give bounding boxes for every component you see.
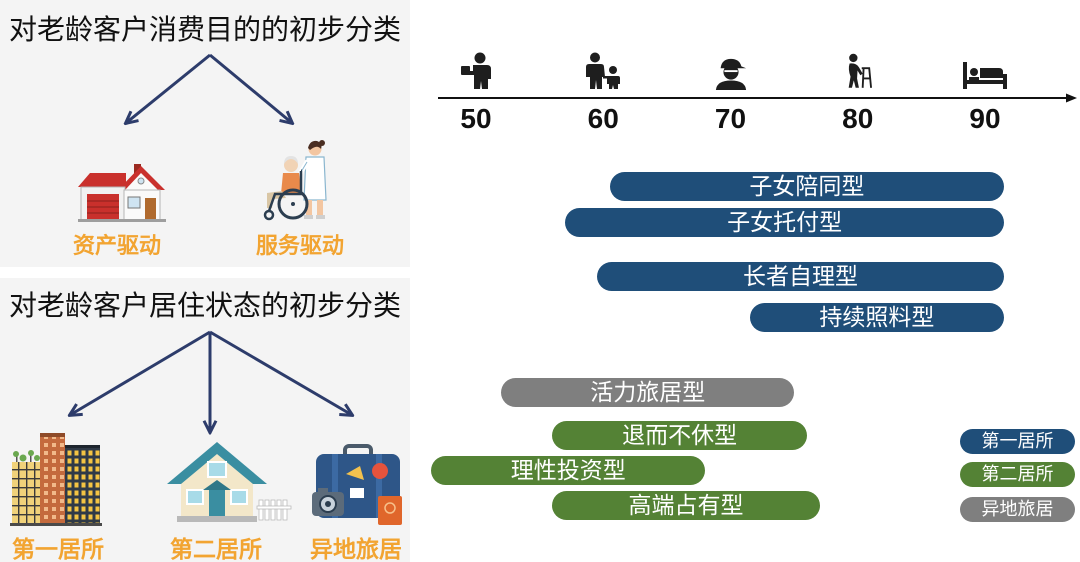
legend-item: 异地旅居 [960,497,1075,522]
age-range-bar: 子女陪同型 [609,172,1005,201]
category-label-remote-sojourn: 异地旅居 [310,536,402,562]
apartment-building-icon [10,433,102,526]
age-range-bar-label: 退而不休型 [622,422,738,448]
travel-suitcase-icon [310,444,405,526]
age-axis [438,93,1077,103]
branch-arrows [0,330,410,562]
cottage-house-icon [165,440,292,522]
age-range-bar-label: 高端占有型 [628,492,744,518]
age-range-bar: 长者自理型 [596,262,1005,291]
age-range-bar: 持续照料型 [749,303,1005,332]
age-range-bar-label: 活力旅居型 [590,379,706,405]
age-tick: 90 [955,50,1015,134]
legend-item-label: 第一居所 [981,431,1054,451]
purpose-panel: 对老龄客户消费目的的初步分类 [0,0,410,267]
category-label-primary-residence: 第一居所 [12,536,104,562]
branch-arrow [209,53,292,123]
elderly-with-cap-icon [701,50,761,90]
age-tick: 80 [828,50,888,134]
age-tick-label: 50 [460,103,492,134]
branch-arrow [209,330,352,415]
category-label-asset-driven: 资产驱动 [72,233,161,258]
age-tick: 70 [701,50,761,134]
branch-arrows [0,53,410,267]
age-range-bar: 活力旅居型 [501,378,795,407]
age-range-bar-label: 持续照料型 [819,304,935,330]
adult-person-icon [446,50,506,90]
legend-item: 第一居所 [960,429,1075,454]
bed-icon [955,50,1015,90]
caregiver-wheelchair-icon [255,138,337,222]
parent-child-icon [573,50,633,90]
age-tick-label: 80 [842,103,874,134]
purpose-panel-title: 对老龄客户消费目的的初步分类 [8,14,401,45]
branch-arrow [70,330,211,415]
category-label-second-residence: 第二居所 [170,536,262,562]
house-icon [78,160,166,222]
category-label-service-driven: 服务驱动 [255,233,344,258]
legend-item-label: 第二居所 [981,464,1054,484]
legend-item: 第二居所 [960,462,1075,487]
age-range-bar-label: 理性投资型 [510,457,626,483]
age-tick-label: 60 [587,103,619,134]
age-tick: 50 [446,50,506,134]
age-tick-label: 70 [714,103,747,134]
age-range-bar: 退而不休型 [552,421,807,450]
age-range-bar-label: 长者自理型 [742,263,858,289]
age-tick: 60 [573,50,633,134]
age-range-bar: 子女托付型 [565,208,1005,237]
residence-panel-title: 对老龄客户居住状态的初步分类 [8,290,401,321]
age-range-bar: 理性投资型 [431,456,706,485]
age-range-bar: 高端占有型 [552,491,820,520]
age-range-bar-label: 子女陪同型 [749,173,865,199]
residence-panel: 对老龄客户居住状态的初步分类 [0,278,410,562]
elderly-walker-icon [828,50,888,90]
age-tick-label: 90 [969,103,1001,134]
legend-item-label: 异地旅居 [981,499,1054,519]
age-range-bar-label: 子女托付型 [727,209,843,235]
branch-arrow [126,53,211,123]
